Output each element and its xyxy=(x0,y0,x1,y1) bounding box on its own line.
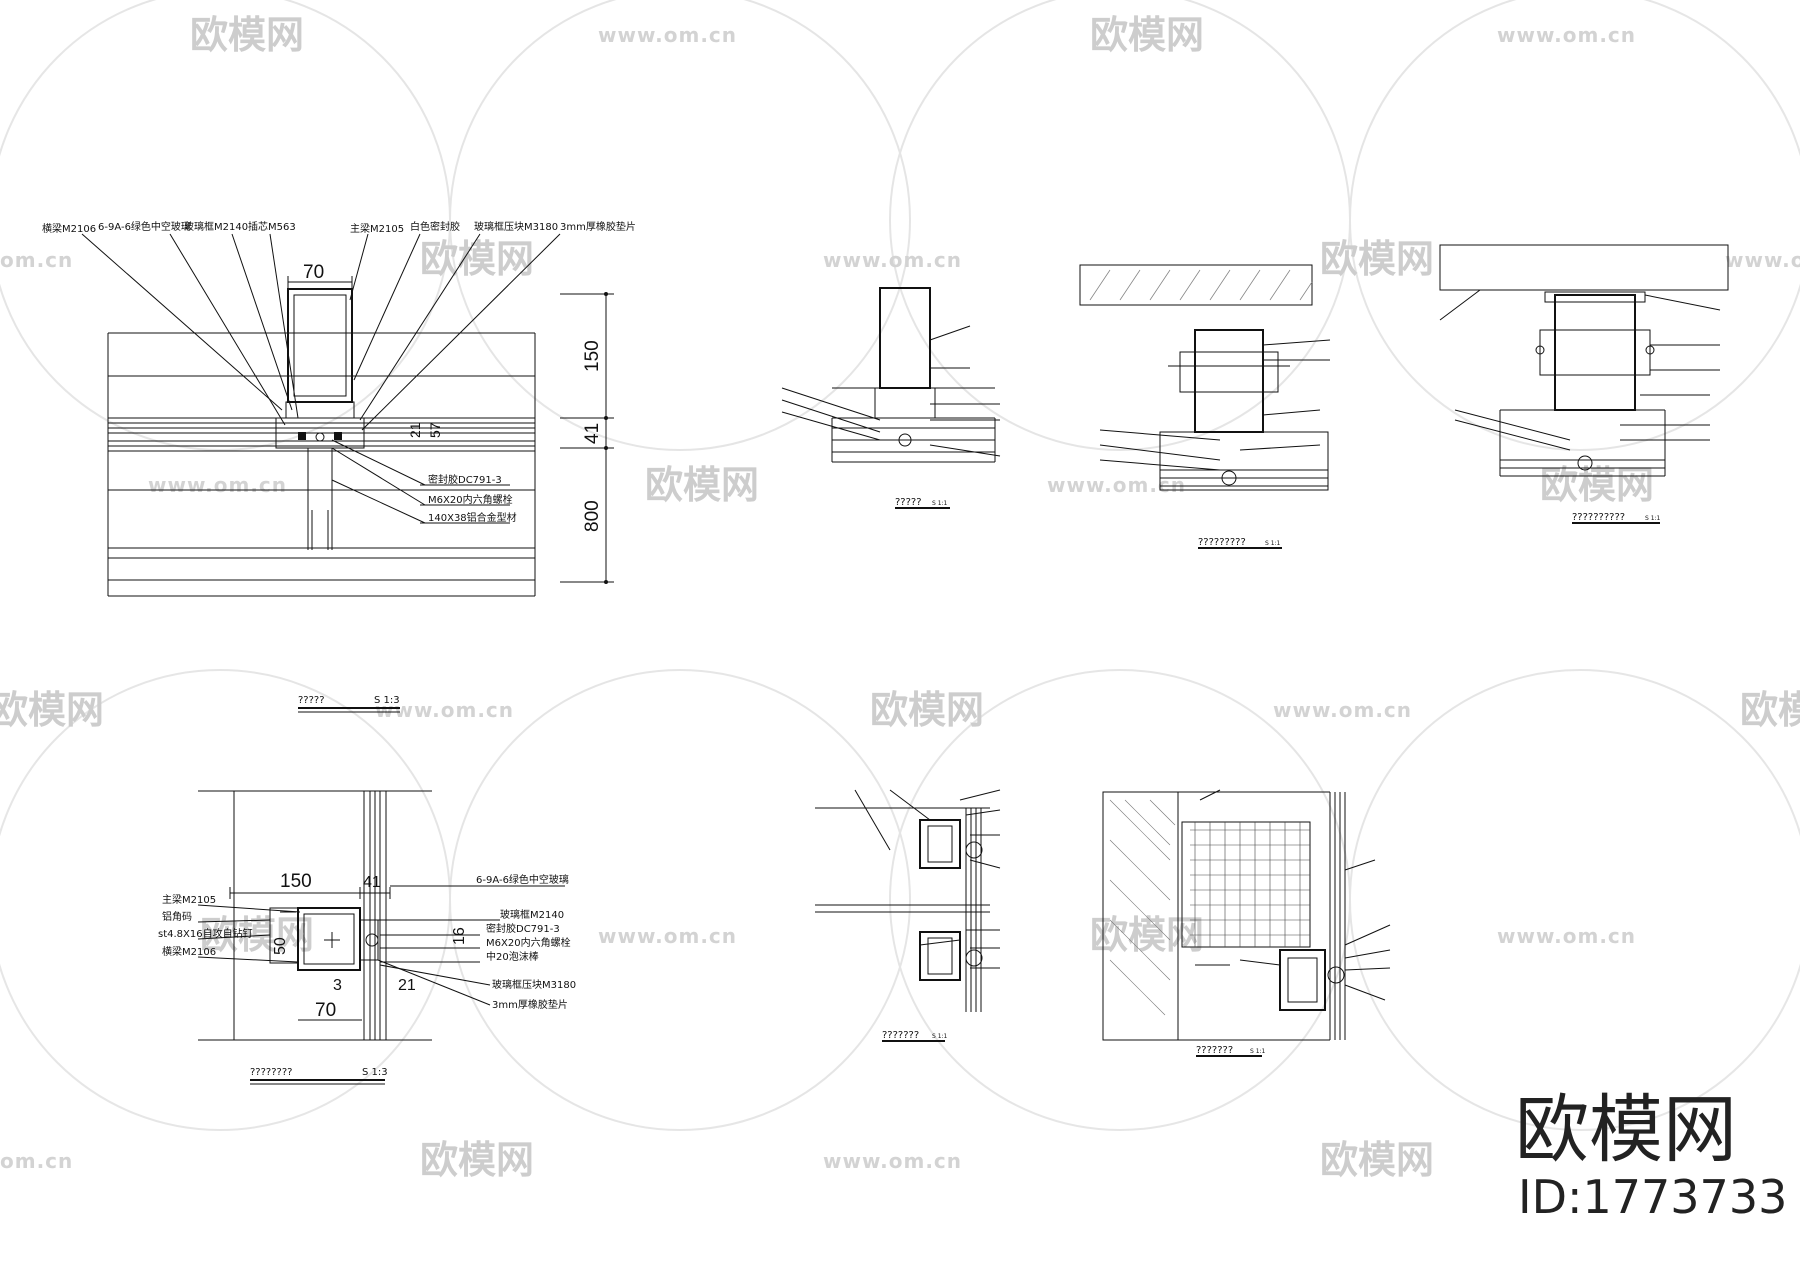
watermark-url: www.om.cn xyxy=(598,23,737,47)
dimension-text: 41 xyxy=(582,423,603,444)
callout-label: 中20泡沫棒 xyxy=(486,950,539,963)
detail-6-section: ??????? S 1:1 xyxy=(815,789,1001,1042)
detail-title: ????? xyxy=(298,695,325,706)
detail-2-vertical-section: 150 41 16 70 3 21 50 主梁M2105 铝角码 st4.8X1… xyxy=(158,790,576,1085)
callout-label: 主梁M2105 xyxy=(162,893,216,906)
detail-scale: S 1:3 xyxy=(374,695,400,706)
dimension-text: 16 xyxy=(451,927,468,945)
watermark-url: www.om.cn xyxy=(598,924,737,948)
callout-label: 3mm厚橡胶垫片 xyxy=(560,220,636,233)
watermark-url: om.cn xyxy=(0,248,73,272)
callout-label: 插芯M563 xyxy=(248,220,296,233)
dimension-text: 150 xyxy=(582,340,603,372)
detail-scale: S 1:1 xyxy=(1250,1048,1266,1055)
watermark-url: www.om.cn xyxy=(1497,23,1636,47)
watermark-brand: 欧模网 xyxy=(1540,463,1654,507)
detail-4-section: ????????? S 1:1 xyxy=(1079,264,1331,549)
dimension-text: 70 xyxy=(315,1000,336,1021)
detail-scale: S 1:1 xyxy=(1265,540,1281,547)
callout-label: M6X20内六角螺栓 xyxy=(428,493,513,506)
brand-block: 欧模网 ID:1773733 xyxy=(1515,1087,1787,1224)
detail-title: ???????? xyxy=(250,1067,292,1078)
callout-label: 玻璃框M2140 xyxy=(500,908,564,921)
detail-3-section: ????? S 1:1 xyxy=(781,287,1001,509)
watermark-brand: 欧模网 xyxy=(870,688,984,732)
callout-label: 140X38铝合金型材 xyxy=(428,511,517,524)
callout-label: 横梁M2106 xyxy=(42,222,96,235)
callout-label: 主梁M2105 xyxy=(350,222,404,235)
watermark-layer: 欧模网 欧模网 欧模网 欧模网 欧模网 欧模网 欧模网 欧模网 欧模网 欧模网 … xyxy=(0,0,1800,1182)
dimension-text: 70 xyxy=(303,262,324,283)
brand-id: ID:1773733 xyxy=(1518,1170,1787,1224)
watermark-brand: 欧模网 xyxy=(190,13,304,57)
callout-label: 横梁M2106 xyxy=(162,945,216,958)
detail-title: ????? xyxy=(895,497,922,508)
dimension-text: 150 xyxy=(280,871,312,892)
callout-label: M6X20内六角螺栓 xyxy=(486,936,571,949)
callout-label: 玻璃框压块M3180 xyxy=(492,978,576,991)
dimension-text: 57 xyxy=(427,422,443,438)
callout-label: 铝角码 xyxy=(162,911,192,923)
watermark-url: www.om.cn xyxy=(1273,698,1412,722)
watermark-url: www.om.cn xyxy=(823,1149,962,1173)
watermark-url: www.om.cn xyxy=(1047,473,1186,497)
detail-scale: S 1:3 xyxy=(362,1067,388,1078)
callout-label: 玻璃框M2140 xyxy=(184,220,248,233)
dimension-text: 3 xyxy=(333,977,342,994)
dimension-text: 800 xyxy=(582,500,603,532)
watermark-url: www.om.cn xyxy=(823,248,962,272)
detail-title: ??????? xyxy=(1196,1045,1233,1056)
watermark-brand: 欧模网 xyxy=(1740,688,1800,732)
detail-scale: S 1:1 xyxy=(932,500,948,507)
callout-label: 6-9A-6绿色中空玻璃 xyxy=(476,873,569,886)
callout-label: 6-9A-6绿色中空玻璃 xyxy=(98,220,191,233)
watermark-url: om.cn xyxy=(0,1149,73,1173)
watermark-url: www.om.cn xyxy=(1725,248,1800,272)
dimension-text: 50 xyxy=(272,937,289,955)
callout-label: 白色密封胶 xyxy=(410,220,460,233)
brand-name: 欧模网 xyxy=(1515,1087,1737,1173)
watermark-brand: 欧模网 xyxy=(1090,913,1204,957)
callout-label: 玻璃框压块M3180 xyxy=(474,220,558,233)
watermark-brand: 欧模网 xyxy=(420,237,534,281)
watermark-url: www.om.cn xyxy=(148,473,287,497)
detail-7-section: ??????? S 1:1 xyxy=(1102,789,1391,1057)
detail-title: ????????? xyxy=(1198,537,1246,548)
dimension-text: 41 xyxy=(363,874,381,891)
dimension-text: 21 xyxy=(398,977,416,994)
detail-scale: S 1:1 xyxy=(932,1033,948,1040)
detail-1-horizontal-section: 70 150 41 800 21 57 横梁M2106 6-9A-6绿色中空玻璃… xyxy=(42,220,636,713)
watermark-brand: 欧模网 xyxy=(420,1138,534,1182)
detail-title: ?????????? xyxy=(1572,512,1625,523)
watermark-brand: 欧模网 xyxy=(1320,1138,1434,1182)
callout-label: 密封胶DC791-3 xyxy=(486,922,560,935)
detail-5-section: ?????????? S 1:1 xyxy=(1439,244,1729,524)
callout-label: st4.8X16自攻自钻钉 xyxy=(158,927,253,940)
watermark-url: www.om.cn xyxy=(1497,924,1636,948)
detail-scale: S 1:1 xyxy=(1645,515,1661,522)
detail-title: ??????? xyxy=(882,1030,919,1041)
dimension-text: 21 xyxy=(407,422,423,438)
watermark-brand: 欧模网 xyxy=(1320,237,1434,281)
callout-label: 密封胶DC791-3 xyxy=(428,473,502,486)
watermark-brand: 欧模网 xyxy=(0,688,104,732)
watermark-brand: 欧模网 xyxy=(1090,13,1204,57)
callout-label: 3mm厚橡胶垫片 xyxy=(492,998,568,1011)
watermark-url: www.om.cn xyxy=(375,698,514,722)
watermark-brand: 欧模网 xyxy=(645,463,759,507)
